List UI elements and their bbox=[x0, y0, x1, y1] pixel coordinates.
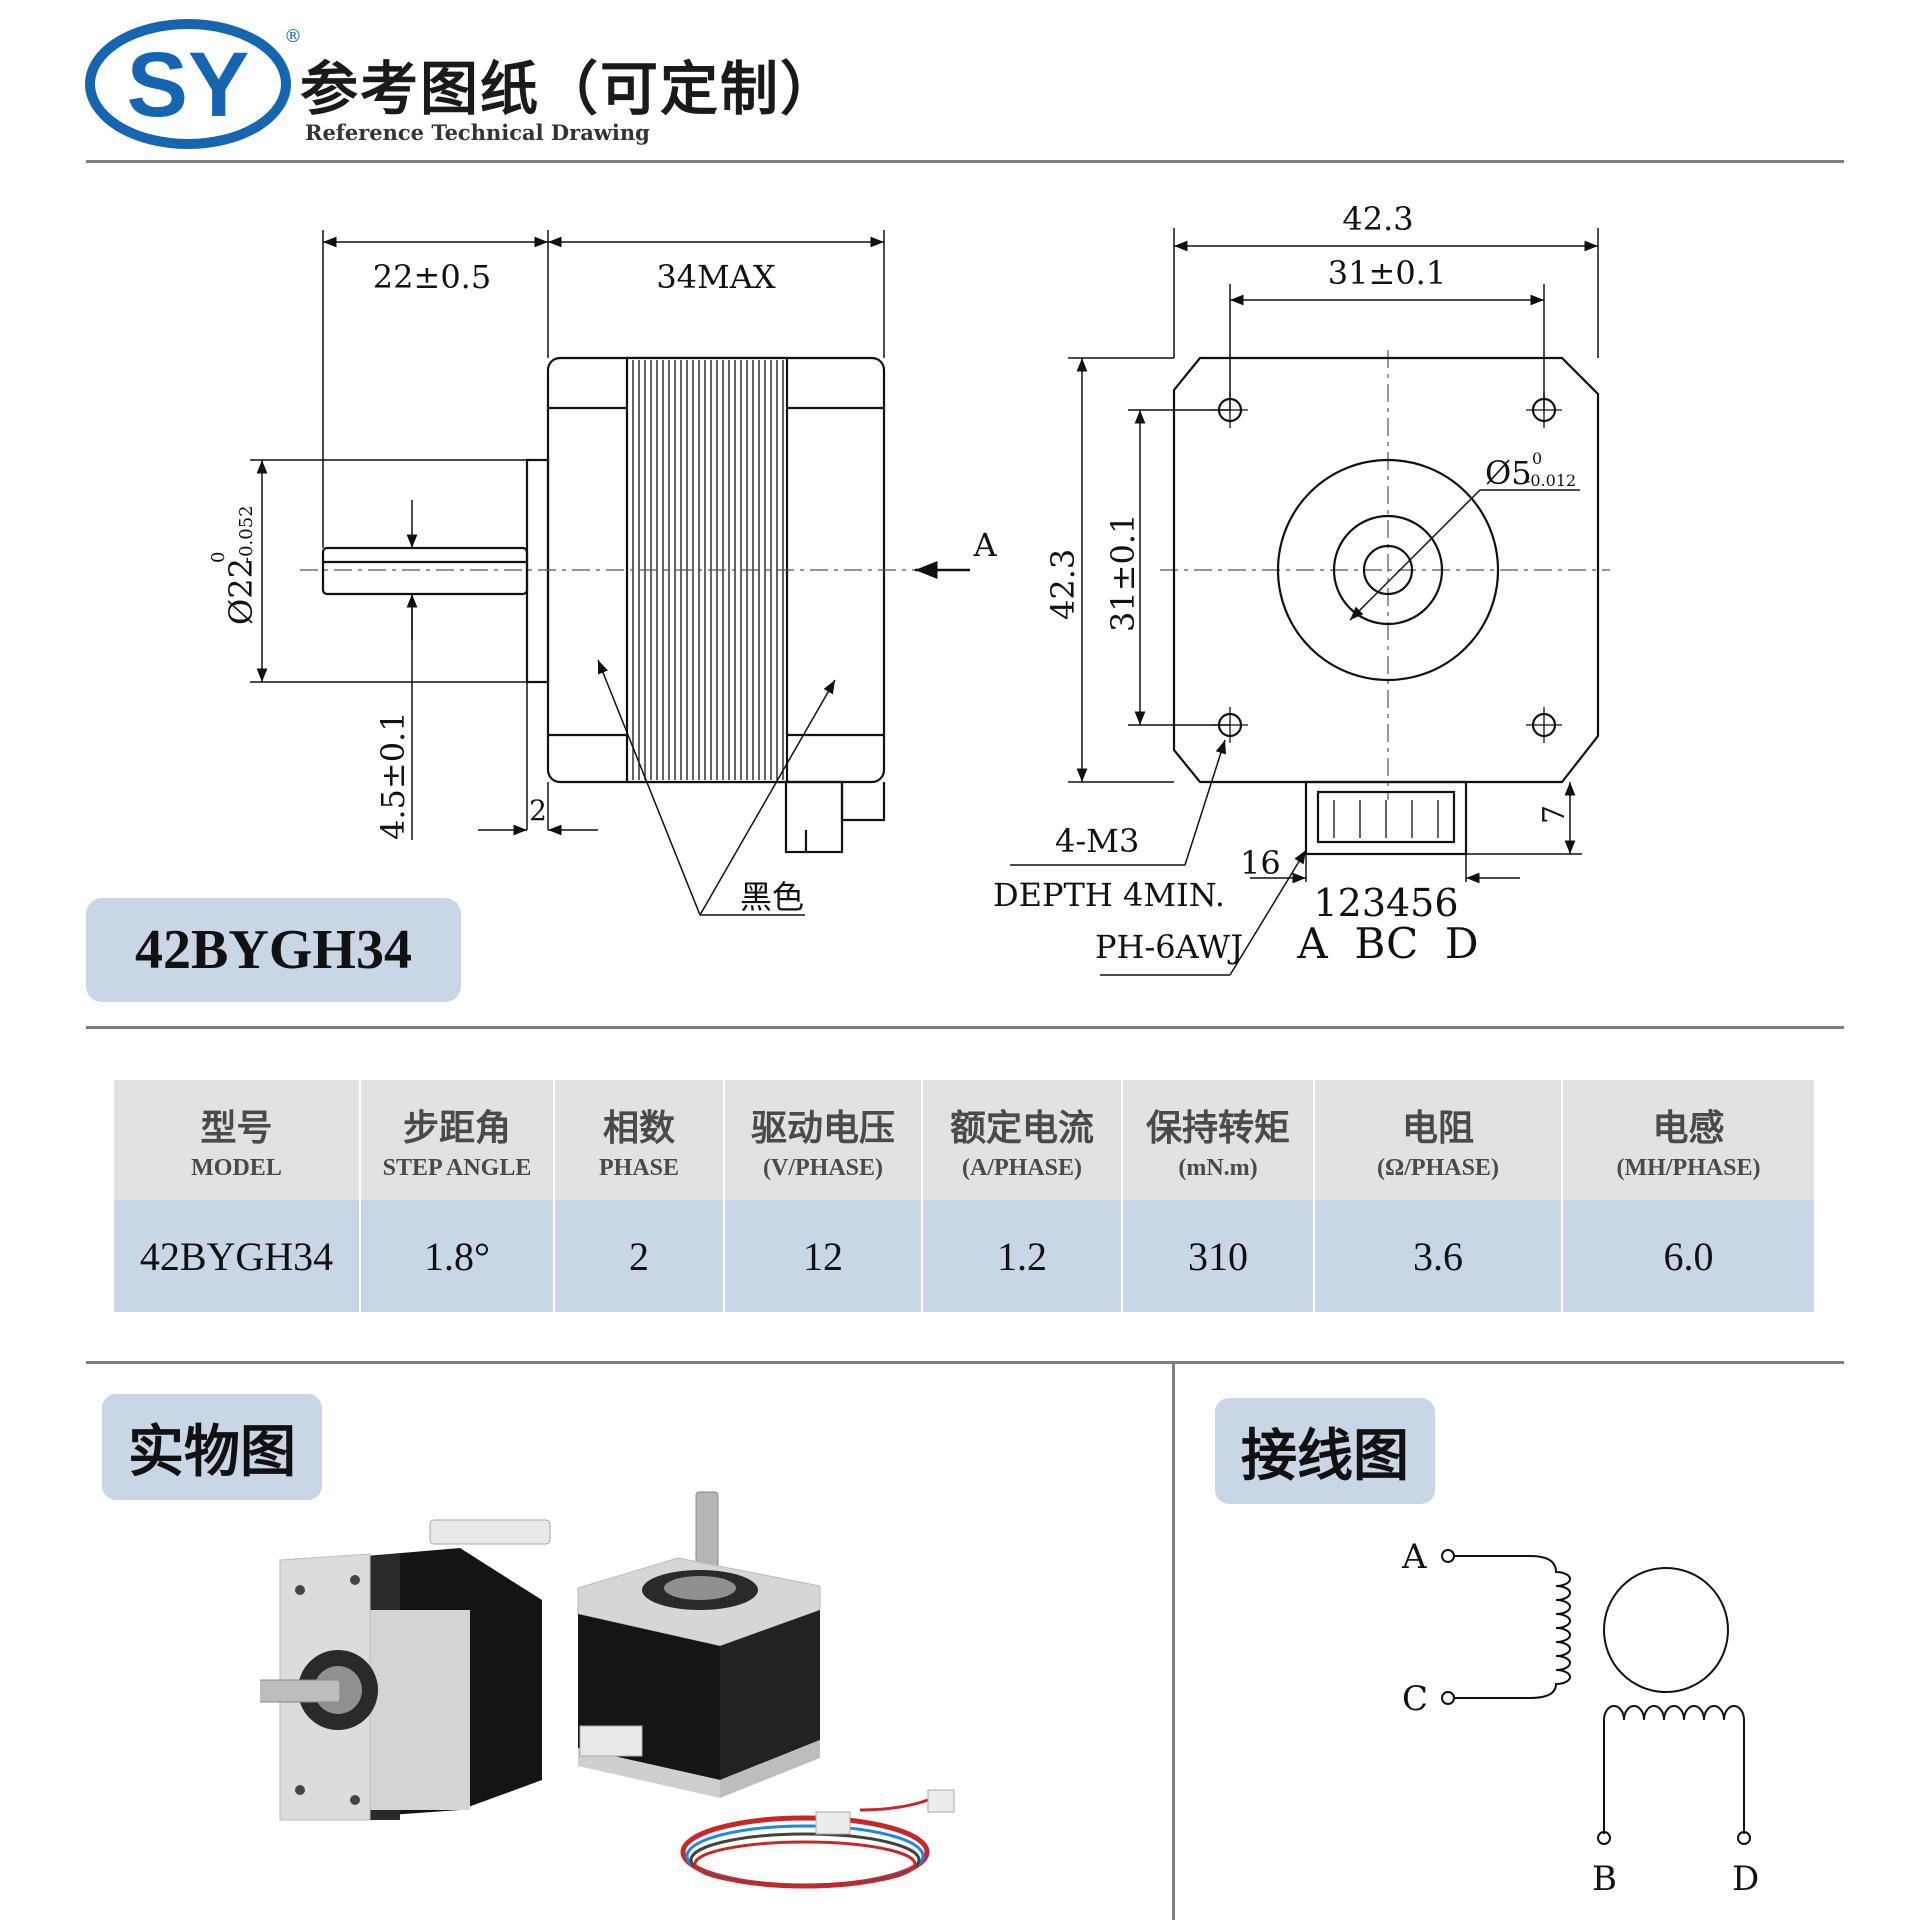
connector-type: PH-6AWJ bbox=[1095, 928, 1243, 966]
pin-letters: A BC D bbox=[1296, 919, 1478, 968]
cell-torque: 310 bbox=[1122, 1200, 1315, 1312]
dim-connector-height: 7 bbox=[1537, 805, 1572, 824]
terminal-a bbox=[1441, 1549, 1455, 1563]
model-badge: 42BYGH34 bbox=[86, 898, 461, 1002]
dim-height: 42.3 bbox=[1044, 549, 1082, 620]
header-current: 额定电流(A/PHASE) bbox=[922, 1080, 1123, 1200]
wiring-section-title: 接线图 bbox=[1215, 1398, 1435, 1504]
connector-side bbox=[784, 780, 844, 854]
dim-body-length: 34MAX bbox=[656, 258, 776, 296]
wiring-diagram: A C B D bbox=[1401, 1537, 1759, 1899]
photo-section-title: 实物图 bbox=[102, 1394, 322, 1500]
spec-data-row: 42BYGH34 1.8° 2 12 1.2 310 3.6 6.0 bbox=[114, 1200, 1814, 1312]
label-b: B bbox=[1592, 1859, 1617, 1899]
motor-cable bbox=[680, 1798, 930, 1889]
label-a: A bbox=[1401, 1537, 1427, 1577]
cell-phase: 2 bbox=[554, 1200, 725, 1312]
header-inductance: 电感(MH/PHASE) bbox=[1562, 1080, 1814, 1200]
page-subtitle: Reference Technical Drawing bbox=[305, 120, 650, 145]
dim-width: 42.3 bbox=[1342, 200, 1413, 238]
motor-face bbox=[1172, 356, 1600, 784]
dim-flat: 4.5±0.1 bbox=[374, 711, 412, 840]
registered-mark: ® bbox=[284, 26, 302, 47]
dim-boss: 2 bbox=[529, 794, 547, 827]
terminal-b bbox=[1597, 1831, 1611, 1845]
pilot-boss bbox=[1276, 458, 1500, 682]
header-resistance: 电阻(Ω/PHASE) bbox=[1314, 1080, 1563, 1200]
dim-hole-pitch-v: 31±0.1 bbox=[1104, 514, 1142, 632]
logo-ring bbox=[85, 19, 291, 149]
dim-shaft-length: 22±0.5 bbox=[373, 258, 491, 296]
dim-bore-upper: 0 bbox=[1532, 449, 1542, 468]
motor-photo-top bbox=[577, 1491, 821, 1798]
header-torque: 保持转矩(mN.m) bbox=[1122, 1080, 1315, 1200]
label-black: 黑色 bbox=[740, 878, 804, 916]
product-photo bbox=[260, 1491, 955, 1889]
page-title: 参考图纸（可定制） bbox=[300, 55, 841, 123]
cable-connector bbox=[815, 1811, 851, 1835]
dim-hole-pitch: 31±0.1 bbox=[1328, 254, 1446, 292]
label-d: D bbox=[1732, 1859, 1759, 1899]
coil-bd bbox=[1603, 1705, 1745, 1738]
table-divider bbox=[86, 1361, 1844, 1364]
dim-shaft-dia-upper: 0 bbox=[208, 552, 229, 563]
terminal-c bbox=[1441, 1691, 1455, 1705]
dim-shaft-dia: Ø22 bbox=[222, 558, 260, 625]
cell-resistance: 3.6 bbox=[1314, 1200, 1563, 1312]
dim-bore: Ø5 bbox=[1485, 454, 1532, 492]
dim-bore-lower: -0.012 bbox=[1525, 471, 1576, 490]
connector-front bbox=[1304, 780, 1468, 856]
sy-logo: SY ® bbox=[85, 19, 302, 149]
screw-spec: 4-M3 bbox=[1055, 822, 1139, 860]
cell-voltage: 12 bbox=[724, 1200, 923, 1312]
screw-depth: DEPTH 4MIN. bbox=[993, 876, 1225, 914]
label-c: C bbox=[1402, 1679, 1428, 1719]
shaft-boss bbox=[525, 458, 550, 684]
terminal-d bbox=[1737, 1831, 1751, 1845]
coil-ac bbox=[1529, 1555, 1571, 1699]
section-divider bbox=[1172, 1364, 1175, 1920]
rotor-symbol bbox=[1603, 1567, 1729, 1693]
shaft-front bbox=[1362, 544, 1414, 596]
motor-photo-front bbox=[260, 1519, 551, 1821]
cell-model: 42BYGH34 bbox=[114, 1200, 361, 1312]
pin-numbers: 123456 bbox=[1313, 881, 1458, 925]
technical-drawing: 22±0.5 34MAX A 2 黑色 Ø22 0 -0.052 4.5±0.1 bbox=[208, 200, 1610, 976]
header-voltage: 驱动电压(V/PHASE) bbox=[724, 1080, 923, 1200]
drawing-divider bbox=[86, 1026, 1844, 1029]
header-divider bbox=[86, 160, 1844, 163]
cable-connector-end bbox=[927, 1789, 955, 1813]
cell-current: 1.2 bbox=[922, 1200, 1123, 1312]
logo-text: SY bbox=[127, 34, 250, 136]
view-arrow-label: A bbox=[972, 526, 997, 564]
shaft-side bbox=[321, 546, 529, 596]
dim-connector-width: 16 bbox=[1240, 844, 1281, 882]
dim-shaft-dia-lower: -0.052 bbox=[236, 505, 257, 563]
cell-step-angle: 1.8° bbox=[360, 1200, 555, 1312]
cell-inductance: 6.0 bbox=[1562, 1200, 1814, 1312]
